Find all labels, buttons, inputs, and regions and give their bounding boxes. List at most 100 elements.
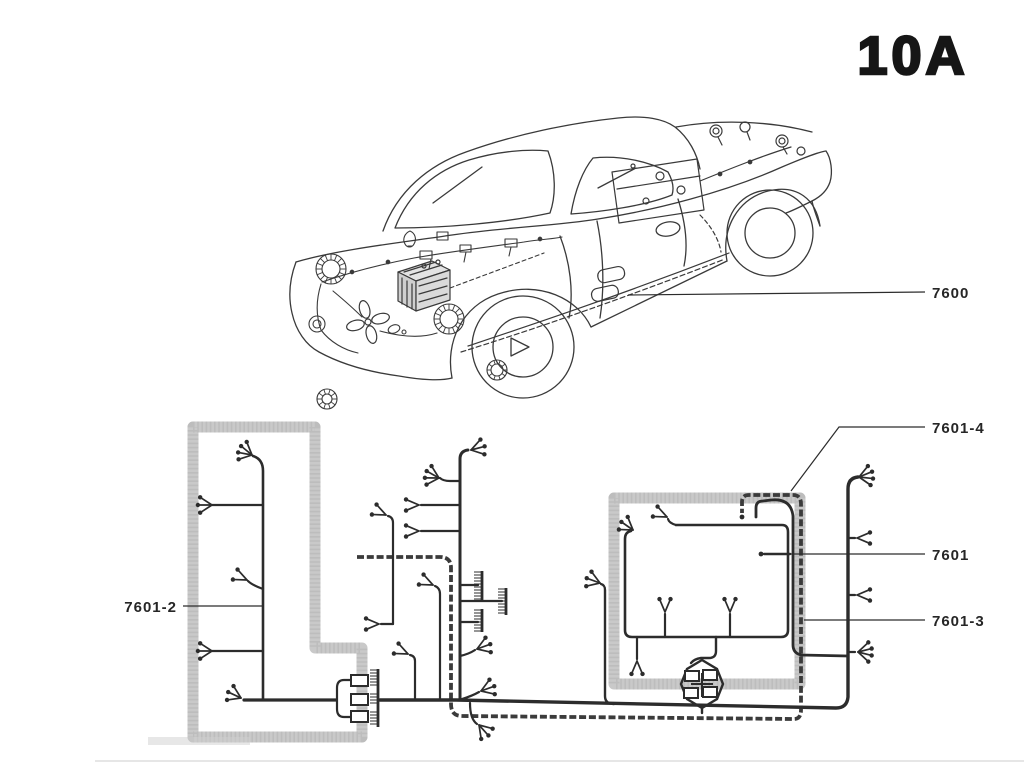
fork-terminal-prong — [729, 600, 736, 613]
fork-terminal-dot — [482, 452, 487, 457]
fork-terminal-prong — [367, 623, 380, 630]
lamp-rim-tick — [488, 373, 493, 377]
fork-terminal-prong — [476, 644, 490, 650]
fork-terminal-prong — [367, 618, 380, 625]
fork-terminal-prong — [636, 660, 643, 673]
fork-terminal-prong — [424, 575, 434, 586]
fan — [346, 300, 390, 344]
fork-terminal-prong — [470, 440, 480, 451]
fork-terminal-dot — [487, 677, 492, 682]
fork-terminal-dot — [478, 437, 483, 442]
fork-terminal-dot — [403, 534, 409, 539]
fork-terminal-dot — [650, 514, 656, 519]
fork-terminal-prong — [627, 518, 634, 531]
fork-terminal-prong — [431, 466, 440, 479]
lamp-rim-tick — [339, 272, 346, 276]
fork-terminal-prong — [239, 454, 253, 460]
fork-terminal-dot — [867, 541, 873, 546]
fork-terminal-prong — [377, 505, 387, 516]
lamp-rim-tick — [438, 325, 443, 330]
lamp-rim-tick — [323, 389, 326, 395]
fork-terminal-prong — [856, 537, 869, 544]
fork-terminal-prong — [480, 690, 494, 695]
fork-terminal-dot — [224, 697, 230, 703]
fork-terminal-prong — [233, 686, 242, 699]
fork-terminal-dot — [424, 468, 429, 474]
fork-terminal-dot — [416, 582, 422, 587]
fork-terminal-dot — [363, 616, 369, 621]
fork-terminal-prong — [246, 443, 253, 456]
fork-terminal-prong — [856, 532, 869, 539]
fork-terminal-dot — [657, 596, 662, 602]
fork-terminal-dot — [230, 577, 236, 582]
lamp-rim-tick — [320, 258, 325, 263]
fork-terminal-dot — [197, 641, 203, 646]
fork-terminal-dot — [866, 659, 871, 664]
fork-terminal-prong — [478, 724, 492, 729]
fork-terminal-dot — [197, 656, 203, 661]
gray-routing-bands — [148, 421, 806, 745]
fork-terminal-prong — [476, 648, 490, 653]
lamp-rim-tick — [324, 277, 328, 284]
fork-terminal-prong — [407, 530, 420, 537]
dashed-harness-7601-3 — [357, 493, 803, 721]
fork-terminal-prong — [858, 466, 868, 478]
fork-terminal-prong — [238, 570, 248, 581]
front-harness-wires — [316, 236, 563, 354]
band-right-box — [608, 492, 806, 690]
harness-schematic: 7600 7601-4 7601 7601-3 7601-2 — [124, 254, 984, 745]
fork-terminal-dot — [492, 691, 497, 697]
lamp-rim-tick — [334, 254, 338, 261]
fork-terminal-dot — [369, 512, 375, 517]
leader-7601-4 — [790, 426, 925, 492]
lamp-rim-tick — [488, 363, 493, 367]
car-cutaway-illustration — [289, 116, 833, 410]
lamp-rim-tick — [434, 312, 441, 316]
lamp-rim-tick — [498, 360, 501, 365]
inline-connector-x — [679, 658, 725, 710]
fork-terminal-dot — [403, 508, 409, 513]
fork-terminal-dot — [867, 530, 873, 535]
fork-terminal-prong — [201, 650, 213, 659]
rear-bay-components — [590, 121, 806, 302]
fork-terminal-prong — [658, 507, 668, 518]
fork-terminal-dot — [867, 598, 873, 603]
fork-terminal-dot — [722, 596, 727, 602]
lamp-rim-tick — [501, 373, 506, 377]
fork-terminal-dot — [619, 519, 624, 525]
leader-7600 — [627, 291, 926, 296]
fork-terminal-dot — [668, 596, 673, 602]
fork-terminal-dot — [625, 514, 630, 520]
fork-terminal-dot — [869, 469, 875, 474]
fork-terminal-dot — [244, 439, 249, 445]
fork-terminal-prong — [228, 697, 242, 701]
lamp-rim-tick — [442, 327, 446, 334]
fork-terminal-prong — [664, 600, 671, 613]
fork-terminal-dot — [584, 583, 589, 589]
fork-terminal-prong — [858, 476, 870, 485]
fork-terminal-dot — [869, 646, 874, 651]
bulkhead-connector-block — [335, 674, 369, 723]
fork-terminal-prong — [470, 449, 484, 455]
fork-terminal-dot — [488, 641, 493, 647]
fork-terminal-dot — [403, 497, 409, 502]
fork-terminal-dot — [486, 733, 491, 738]
lamp-rim-tick — [501, 363, 506, 367]
fork-terminal-prong — [201, 497, 213, 506]
fork-terminal-dot — [589, 569, 594, 574]
fork-terminal-prong — [470, 446, 484, 451]
lamp-rim-tick — [328, 403, 331, 409]
fork-terminal-prong — [478, 724, 488, 735]
lamp-rim-tick — [318, 401, 324, 406]
fork-terminal-dot — [488, 649, 493, 655]
harness-7600-trunk — [378, 448, 860, 726]
lamp-rim-tick — [438, 308, 443, 313]
callout-7601: 7601 — [932, 547, 969, 564]
callouts: 7600 7601-4 7601 7601-3 7601-2 — [124, 285, 983, 630]
lamp-rim-tick — [320, 275, 325, 280]
fork-terminal-dot — [490, 726, 495, 731]
lamp-rim-tick — [455, 325, 460, 330]
fork-terminal-dot — [197, 495, 203, 500]
fork-terminals-and-combs — [195, 254, 876, 742]
